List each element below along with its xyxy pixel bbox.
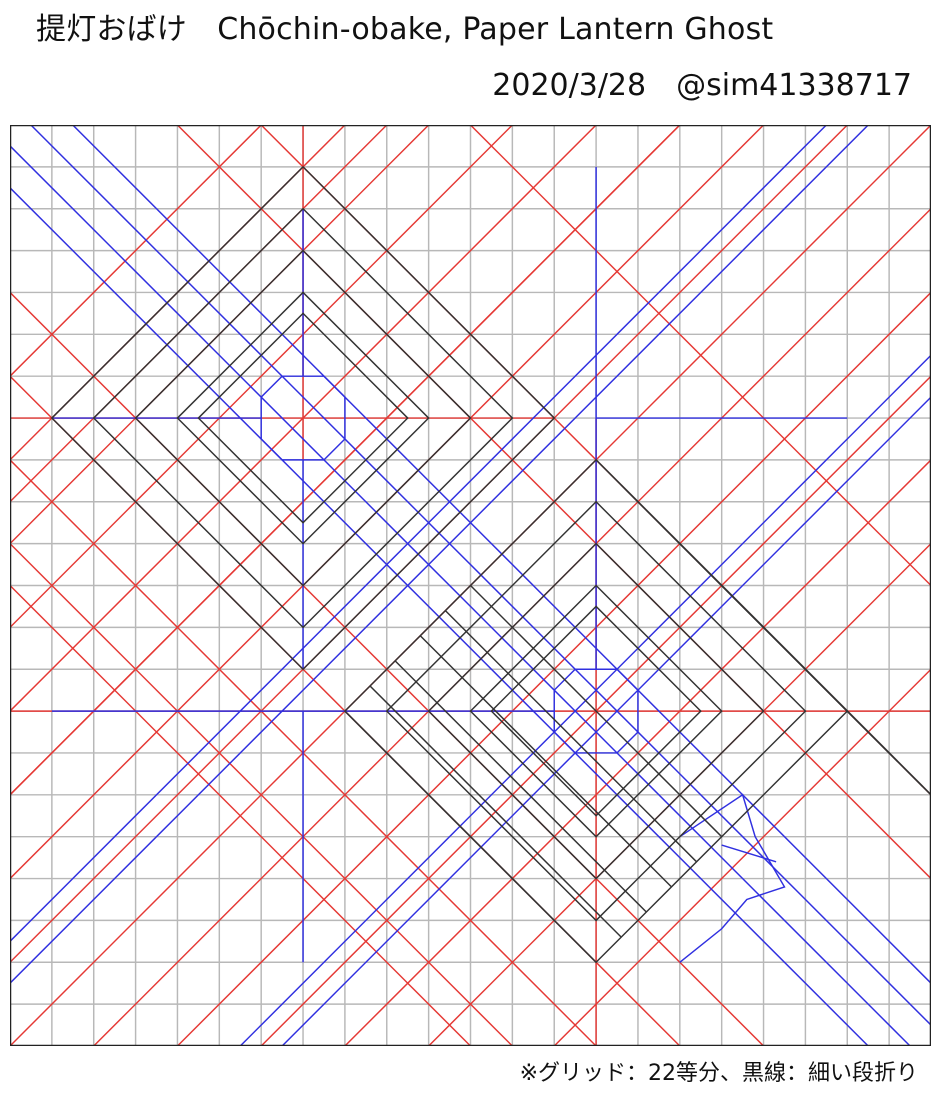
mountain-fold xyxy=(10,125,262,377)
mountain-fold xyxy=(10,584,472,1046)
pleat-fold xyxy=(369,685,622,938)
fine-pleat-folds xyxy=(50,165,931,964)
pleat-diamond xyxy=(427,542,765,880)
grid-note: ※グリッド：22等分、黒線：細い段折り xyxy=(519,1061,918,1086)
pleat-fold xyxy=(344,710,597,963)
valley-fold xyxy=(10,125,827,942)
mountain-fold xyxy=(10,125,681,796)
pleat-fold xyxy=(696,559,931,796)
mountain-fold xyxy=(10,125,513,628)
pleat-diamond xyxy=(490,605,702,817)
pleat-diamond xyxy=(197,312,409,524)
pleat-fold xyxy=(444,610,698,863)
valley-fold-detail xyxy=(721,844,777,863)
mountain-fold xyxy=(10,125,597,712)
pleat-diamond xyxy=(134,249,472,587)
pleat-fold xyxy=(419,635,672,888)
diagram-title: 提灯おばけ Chōchin-obake, Paper Lantern Ghost xyxy=(36,12,774,47)
date-author-line: 2020/3/28 @sim41338717 xyxy=(492,68,912,103)
valley-fold xyxy=(10,125,869,984)
pleat-diamond xyxy=(92,207,514,629)
pleat-diamond xyxy=(469,584,723,838)
pleat-diamond xyxy=(176,291,430,545)
mountain-fold xyxy=(469,125,931,587)
pleat-fold xyxy=(721,584,931,796)
pleat-diamond xyxy=(50,165,556,671)
pleat-fold xyxy=(394,660,647,913)
pleat-diamond xyxy=(385,500,807,922)
crease-pattern xyxy=(10,125,931,1046)
pleat-fold xyxy=(469,584,723,838)
